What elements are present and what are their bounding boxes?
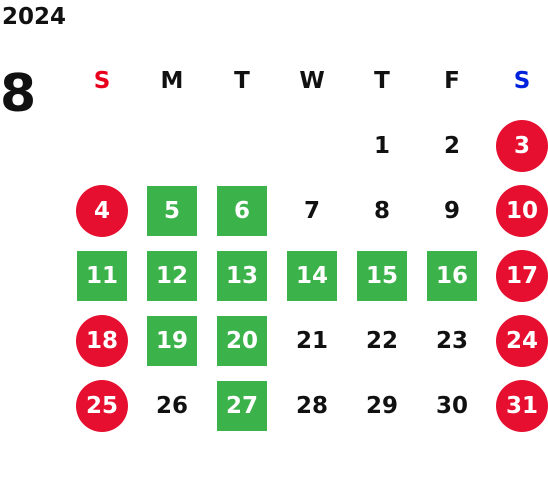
calendar-day-normal: 22	[365, 327, 398, 354]
calendar-day-cell: 9	[417, 178, 487, 243]
calendar-day-cell: 6	[207, 178, 277, 243]
calendar-day-normal: 30	[435, 392, 468, 419]
calendar-day-cell: 22	[347, 308, 417, 373]
calendar-day-cell: 23	[417, 308, 487, 373]
calendar-day-cell: 31	[487, 373, 548, 438]
calendar-day-holiday: 31	[496, 379, 548, 432]
calendar-day-normal: 28	[295, 392, 328, 419]
calendar-day-cell	[277, 113, 347, 178]
calendar-day-closed: 15	[357, 250, 407, 301]
calendar-day-cell: 17	[487, 243, 548, 308]
calendar-day-holiday: 10	[496, 184, 548, 237]
calendar-day-holiday: 17	[496, 249, 548, 302]
calendar-year: 2024	[2, 4, 67, 30]
weekday-sunday: S	[93, 67, 111, 94]
calendar-day-holiday: 4	[76, 184, 128, 237]
calendar-day-cell	[207, 113, 277, 178]
calendar-day-cell: 3	[487, 113, 548, 178]
calendar-day-cell: 5	[137, 178, 207, 243]
calendar-day-closed: 16	[427, 250, 477, 301]
calendar-day-normal: 8	[373, 197, 390, 224]
calendar-day-normal: 29	[365, 392, 398, 419]
calendar-day-closed: 19	[147, 315, 197, 366]
calendar-day-cell: 15	[347, 243, 417, 308]
weekday-thursday: T	[374, 67, 390, 94]
calendar-day-normal: 1	[373, 132, 390, 159]
weekday-tuesday: T	[234, 67, 250, 94]
calendar-day-cell: 14	[277, 243, 347, 308]
calendar-day-closed: 5	[147, 185, 197, 236]
weekday-saturday: S	[513, 67, 531, 94]
calendar-day-cell: 8	[347, 178, 417, 243]
calendar-day-holiday: 24	[496, 314, 548, 367]
weekday-friday: F	[444, 67, 460, 94]
calendar-day-cell: 25	[67, 373, 137, 438]
calendar-day-holiday: 3	[496, 119, 548, 172]
calendar-day-cell: 4	[67, 178, 137, 243]
calendar-day-cell: 28	[277, 373, 347, 438]
calendar-week-row: 25 26 27 28 29 30 31	[67, 373, 548, 438]
calendar-day-cell: 29	[347, 373, 417, 438]
calendar-day-cell	[137, 113, 207, 178]
calendar-day-cell: 27	[207, 373, 277, 438]
calendar-day-cell: 10	[487, 178, 548, 243]
calendar-day-holiday: 18	[76, 314, 128, 367]
calendar-day-cell: 2	[417, 113, 487, 178]
calendar-day-normal: 26	[155, 392, 188, 419]
calendar-day-cell: 1	[347, 113, 417, 178]
calendar-day-closed: 27	[217, 380, 267, 431]
calendar-day-cell: 16	[417, 243, 487, 308]
calendar-day-normal: 21	[295, 327, 328, 354]
calendar-day-cell: 12	[137, 243, 207, 308]
calendar-day-cell: 18	[67, 308, 137, 373]
weekday-wednesday: W	[299, 67, 325, 94]
weekday-monday: M	[160, 67, 184, 94]
calendar-week-row: 11 12 13 14 15 16 17	[67, 243, 548, 308]
calendar-day-closed: 20	[217, 315, 267, 366]
calendar-day-closed: 13	[217, 250, 267, 301]
calendar-day-normal: 9	[443, 197, 460, 224]
calendar-week-row: 18 19 20 21 22 23 24	[67, 308, 548, 373]
calendar-day-cell: 20	[207, 308, 277, 373]
calendar-day-cell: 11	[67, 243, 137, 308]
weekday-header-row: S M T W T F S	[67, 48, 548, 113]
calendar-day-cell: 26	[137, 373, 207, 438]
calendar-day-cell: 13	[207, 243, 277, 308]
calendar-day-closed: 6	[217, 185, 267, 236]
calendar-day-cell: 7	[277, 178, 347, 243]
calendar-day-closed: 12	[147, 250, 197, 301]
calendar-day-normal: 2	[443, 132, 460, 159]
calendar-day-cell: 21	[277, 308, 347, 373]
calendar-day-cell	[67, 113, 137, 178]
calendar-day-holiday: 25	[76, 379, 128, 432]
calendar-month: 8	[0, 64, 37, 124]
calendar-day-cell: 24	[487, 308, 548, 373]
calendar-day-normal: 23	[435, 327, 468, 354]
calendar-week-row: 1 2 3	[67, 113, 548, 178]
calendar-day-cell: 30	[417, 373, 487, 438]
calendar-day-normal: 7	[303, 197, 320, 224]
calendar-day-closed: 14	[287, 250, 337, 301]
calendar-day-cell: 19	[137, 308, 207, 373]
calendar-day-closed: 11	[77, 250, 127, 301]
